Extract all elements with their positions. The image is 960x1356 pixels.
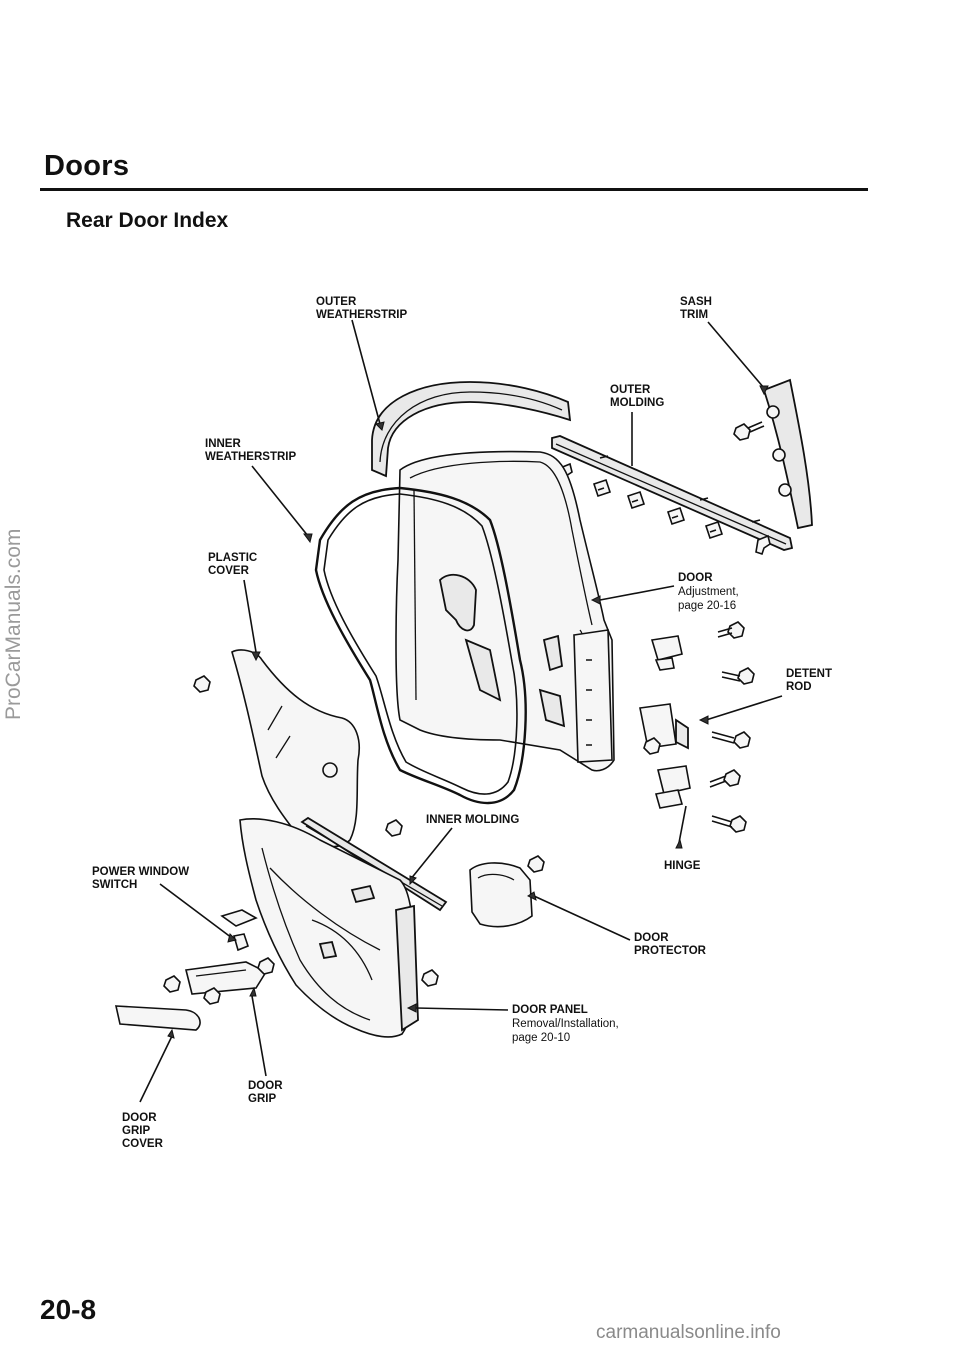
label-outer-weatherstrip: OUTER WEATHERSTRIP: [316, 296, 408, 321]
label-plastic-cover: PLASTIC COVER: [208, 552, 258, 577]
callout-door: DOOR Adjustment, page 20-16: [678, 572, 739, 613]
hinge-parts: [639, 621, 755, 833]
page-title: Doors: [44, 150, 130, 182]
inner-weatherstrip-part: [314, 486, 527, 805]
label-inner-molding: INNER MOLDING: [426, 814, 520, 826]
label-door-grip-cover: DOOR GRIP COVER: [122, 1112, 163, 1150]
label-power-window-switch: POWER WINDOW SWITCH: [92, 866, 190, 891]
label-door-panel: DOOR PANEL: [512, 1004, 588, 1016]
label-door-protector: DOOR PROTECTOR: [634, 932, 706, 957]
note-door-panel-removal: Removal/Installation, page 20-10: [512, 1018, 619, 1044]
label-inner-weatherstrip: INNER WEATHERSTRIP: [205, 438, 297, 463]
label-sash-trim: SASH TRIM: [680, 296, 712, 321]
leader-arrowheads: [167, 385, 769, 1039]
outer-weatherstrip-part: [371, 381, 572, 478]
outer-molding-part: [551, 435, 794, 551]
title-rule: [40, 188, 868, 191]
callout-door-panel: DOOR PANEL Removal/Installation, page 20…: [512, 1004, 619, 1045]
watermark-bottom: carmanualsonline.info: [596, 1322, 781, 1343]
label-hinge: HINGE: [664, 860, 701, 872]
grip-parts: [114, 819, 439, 1031]
sash-trim-part: [733, 378, 813, 530]
label-detent-rod: DETENT ROD: [786, 668, 832, 693]
label-outer-molding: OUTER MOLDING: [610, 384, 665, 409]
door-protector-part: [469, 855, 545, 928]
note-door-adjustment: Adjustment, page 20-16: [678, 586, 739, 612]
label-door: DOOR: [678, 572, 713, 584]
door-shell-part: [395, 450, 615, 772]
section-title: Rear Door Index: [66, 209, 229, 232]
molding-clips: [557, 462, 771, 556]
page-number: 20-8: [40, 1294, 97, 1325]
label-door-grip: DOOR GRIP: [248, 1080, 283, 1105]
watermark-left: ProCarManuals.com: [2, 528, 25, 720]
plastic-cover-part: [193, 649, 360, 848]
door-panel-part: [239, 818, 419, 1038]
